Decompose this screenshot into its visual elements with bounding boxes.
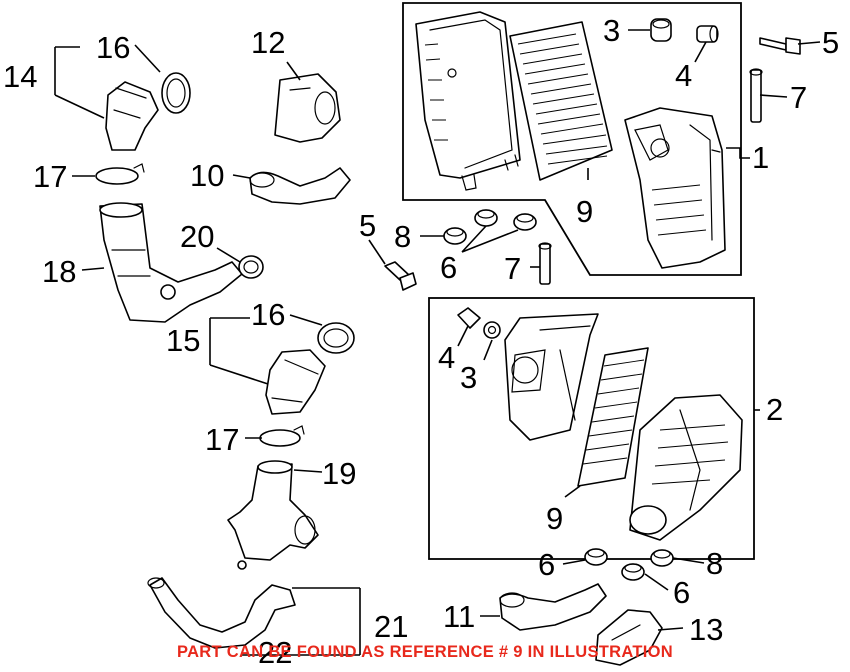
seal-16a <box>161 72 191 114</box>
reference-note: PART CAN BE FOUND AS REFERENCE # 9 IN IL… <box>177 643 673 661</box>
callout-3b: 3 <box>460 360 477 395</box>
grommet-3a <box>650 18 672 42</box>
callout-21: 21 <box>374 609 408 644</box>
intake-duct-15 <box>265 349 326 415</box>
callout-11: 11 <box>443 599 475 634</box>
bolt-5a <box>759 37 801 55</box>
air-filter-element-9b <box>577 347 649 487</box>
callout-17a: 17 <box>33 159 67 194</box>
grommet-8b <box>650 549 674 567</box>
callout-6c: 6 <box>673 575 690 610</box>
intake-pipe-18 <box>99 202 243 323</box>
callout-17b: 17 <box>205 422 239 457</box>
callout-19: 19 <box>322 456 356 491</box>
air-cleaner-lower-housing <box>624 107 726 269</box>
callout-3a: 3 <box>603 13 620 48</box>
grommet-3b <box>483 321 501 339</box>
hose-11 <box>499 583 607 631</box>
insert-4a <box>696 25 719 43</box>
grommet-8a <box>443 227 467 245</box>
callout-9b: 9 <box>546 501 563 536</box>
insert-4b <box>457 307 481 329</box>
seal-20 <box>238 255 264 279</box>
bracket-12 <box>274 73 341 143</box>
bracket-13 <box>595 609 663 666</box>
grommet-6b <box>513 213 537 231</box>
callout-5a: 5 <box>822 25 839 60</box>
callout-9a: 9 <box>576 194 593 229</box>
stud-7a <box>749 68 763 123</box>
assembly-1-outline <box>402 2 742 276</box>
callout-6a: 6 <box>440 250 457 285</box>
air-cleaner-lower-housing-2 <box>629 394 743 541</box>
seal-16b <box>317 322 355 354</box>
grommet-6a <box>474 209 498 227</box>
intake-pipe-19 <box>227 460 319 570</box>
callout-12: 12 <box>251 25 285 60</box>
callout-10: 10 <box>190 158 224 193</box>
callout-1: 1 <box>752 140 769 175</box>
callout-2: 2 <box>766 392 783 427</box>
callout-4b: 4 <box>438 340 455 375</box>
callout-5b: 5 <box>359 208 376 243</box>
callout-8a: 8 <box>394 219 411 254</box>
callout-15: 15 <box>166 323 200 358</box>
bolt-5b <box>384 261 417 291</box>
air-cleaner-upper-housing <box>415 11 521 191</box>
callout-6b: 6 <box>538 547 555 582</box>
clamp-17a <box>95 163 145 185</box>
callout-16b: 16 <box>251 297 285 332</box>
clamp-17b <box>259 425 305 447</box>
grommet-6d <box>621 563 645 581</box>
callout-labels: 1 2 3 3 4 4 5 5 6 6 6 7 7 8 8 9 9 10 11 … <box>3 13 839 670</box>
hose-10 <box>249 167 351 205</box>
leader-lines <box>54 29 821 656</box>
intake-duct-14 <box>105 81 159 151</box>
callout-20: 20 <box>180 219 214 254</box>
callout-8b: 8 <box>706 546 723 581</box>
callout-18: 18 <box>42 254 76 289</box>
callout-22: 22 <box>258 635 292 670</box>
callout-7b: 7 <box>504 251 521 286</box>
grommet-6c <box>584 548 608 566</box>
callout-13: 13 <box>689 612 723 647</box>
air-filter-element-9a <box>509 21 613 181</box>
hose-21 <box>147 577 296 649</box>
callout-14: 14 <box>3 59 37 94</box>
callout-4a: 4 <box>675 58 692 93</box>
stud-7b <box>538 242 552 285</box>
callout-16a: 16 <box>96 30 130 65</box>
callout-7a: 7 <box>790 80 807 115</box>
air-cleaner-upper-housing-2 <box>504 313 599 441</box>
